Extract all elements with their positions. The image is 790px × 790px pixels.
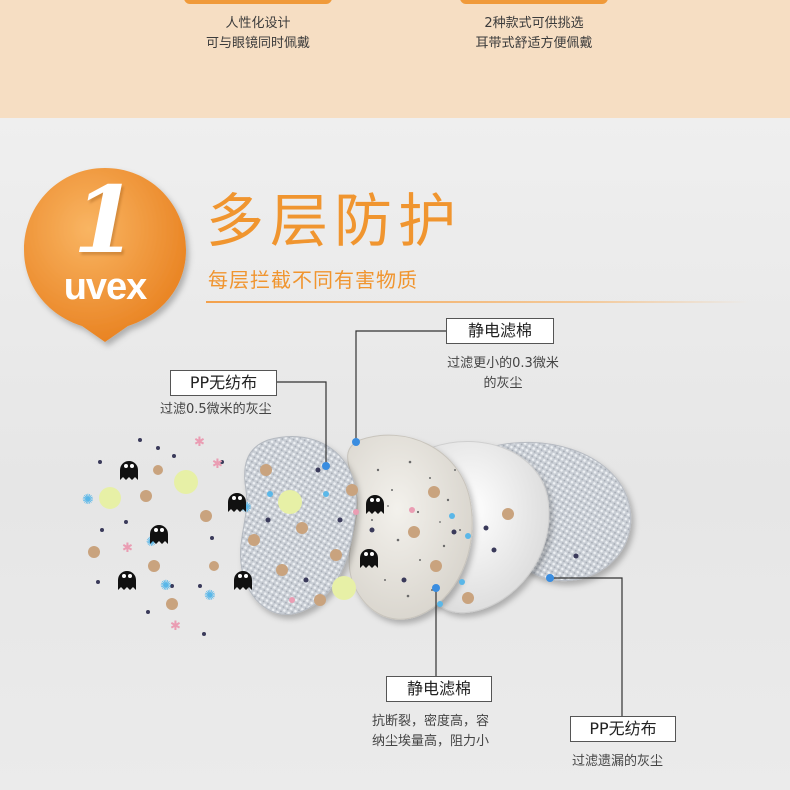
desc-pp-top: 过滤0.5微米的灰尘 xyxy=(160,402,272,417)
section-title: 多层防护 xyxy=(206,187,463,255)
ghost-icon xyxy=(120,461,138,480)
badge-number: 1 xyxy=(72,166,137,274)
ghost-icon xyxy=(150,525,168,544)
svg-text:✱: ✱ xyxy=(122,541,133,556)
title-divider xyxy=(206,301,750,303)
desc-static-top: 过滤更小的0.3微米 的灰尘 xyxy=(447,356,559,391)
desc-pp-bottom: 过滤遗漏的灰尘 xyxy=(572,754,664,769)
top-feature-band: 人性化设计 可与眼镜同时佩戴 2种款式可供挑选 耳带式舒适方便佩戴 xyxy=(0,0,790,118)
feature-right-text: 2种款式可供挑选 耳带式舒适方便佩戴 xyxy=(475,16,593,51)
label-static-bottom: 静电滤棉 xyxy=(386,676,492,702)
ghost-icon xyxy=(118,571,136,590)
feature-left-text: 人性化设计 可与眼镜同时佩戴 xyxy=(205,16,310,51)
desc-static-bottom: 抗断裂，密度高，容 纳尘埃量高，阻力小 xyxy=(372,714,490,749)
badge-brand: uvex xyxy=(63,266,148,308)
particles-flying: ✱ ✱ ✱ ✱ ✺ ✺ ✺ ✺ ✺ xyxy=(82,435,252,636)
svg-text:✱: ✱ xyxy=(212,457,223,472)
uvex-badge: 1 uvex xyxy=(22,162,188,342)
svg-text:✱: ✱ xyxy=(194,435,205,450)
ghost-icon xyxy=(360,549,378,568)
feature-pill-right xyxy=(460,0,608,4)
svg-text:✺: ✺ xyxy=(82,492,94,508)
svg-text:✱: ✱ xyxy=(170,619,181,634)
section-subtitle: 每层拦截不同有害物质 xyxy=(208,268,418,292)
label-pp-top: PP无纺布 xyxy=(170,370,277,396)
svg-text:✺: ✺ xyxy=(160,578,172,594)
ghost-icon xyxy=(366,495,384,514)
label-static-top: 静电滤棉 xyxy=(446,318,554,344)
ghost-icon xyxy=(228,493,246,512)
particles-on-layers xyxy=(248,464,579,607)
svg-text:✺: ✺ xyxy=(204,588,216,604)
ghost-icon xyxy=(234,571,252,590)
label-pp-bottom: PP无纺布 xyxy=(570,716,676,742)
badge-shape xyxy=(24,168,186,342)
feature-pill-left xyxy=(184,0,332,4)
callout-dots xyxy=(322,438,554,592)
